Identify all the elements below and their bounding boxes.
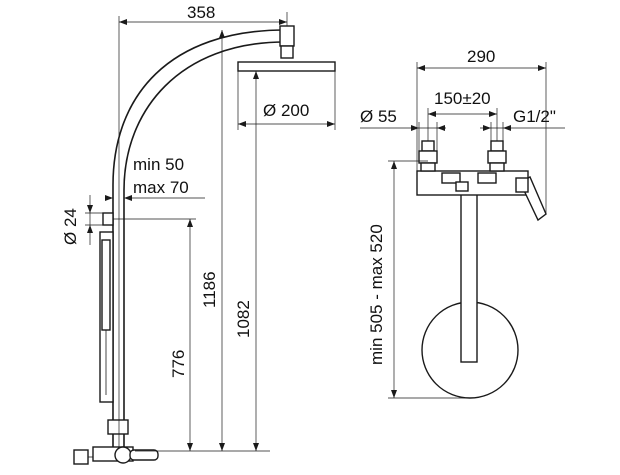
- head-height-label: 1082: [234, 300, 253, 338]
- lower-clamp: [107, 419, 129, 435]
- pipe-diameter-label: Ø 24: [61, 208, 80, 245]
- left-connector-base: [420, 162, 436, 172]
- right-connector-top: [490, 140, 504, 152]
- right-dimension-lines: [360, 62, 565, 399]
- slider-bracket: [102, 212, 114, 226]
- bottom-valve-handle: [129, 449, 159, 461]
- left-connector-top: [421, 140, 435, 152]
- escutcheon-diameter-label: Ø 55: [360, 107, 397, 126]
- arm-max-label: max 70: [133, 178, 189, 197]
- mixer-inner-left: [441, 172, 461, 184]
- right-connector-base: [489, 162, 505, 172]
- head-diameter-label: Ø 200: [263, 101, 309, 120]
- riser-pipe-inner: [123, 41, 286, 450]
- holder-height-label: 776: [169, 350, 188, 378]
- arm-connector: [279, 25, 295, 47]
- thread-label: G1/2": [513, 107, 556, 126]
- bottom-valve-knob: [114, 446, 132, 464]
- riser-pipe-outer: [112, 29, 286, 450]
- shower-column-side-view: [73, 25, 336, 465]
- mixer-center-block: [455, 181, 469, 192]
- mixer-height-label: min 505 - max 520: [367, 224, 386, 365]
- head-joint: [280, 45, 294, 59]
- wall-inlet: [73, 449, 89, 465]
- mixer-front-view: [416, 140, 547, 399]
- mixer-riser-pipe: [460, 189, 478, 363]
- left-dimension-lines: [85, 12, 336, 452]
- right-connector-nut: [487, 150, 507, 164]
- hand-shower: [101, 239, 111, 331]
- centers-label: 150±20: [434, 89, 491, 108]
- arm-min-label: min 50: [133, 155, 184, 174]
- mixer-body: [416, 170, 529, 196]
- total-height-label: 1186: [200, 271, 219, 308]
- overall-width-label: 358: [187, 3, 215, 22]
- shower-head: [237, 61, 336, 72]
- mixer-inner-right: [477, 172, 497, 184]
- mixer-width-label: 290: [467, 47, 495, 66]
- lever-knob: [515, 177, 529, 193]
